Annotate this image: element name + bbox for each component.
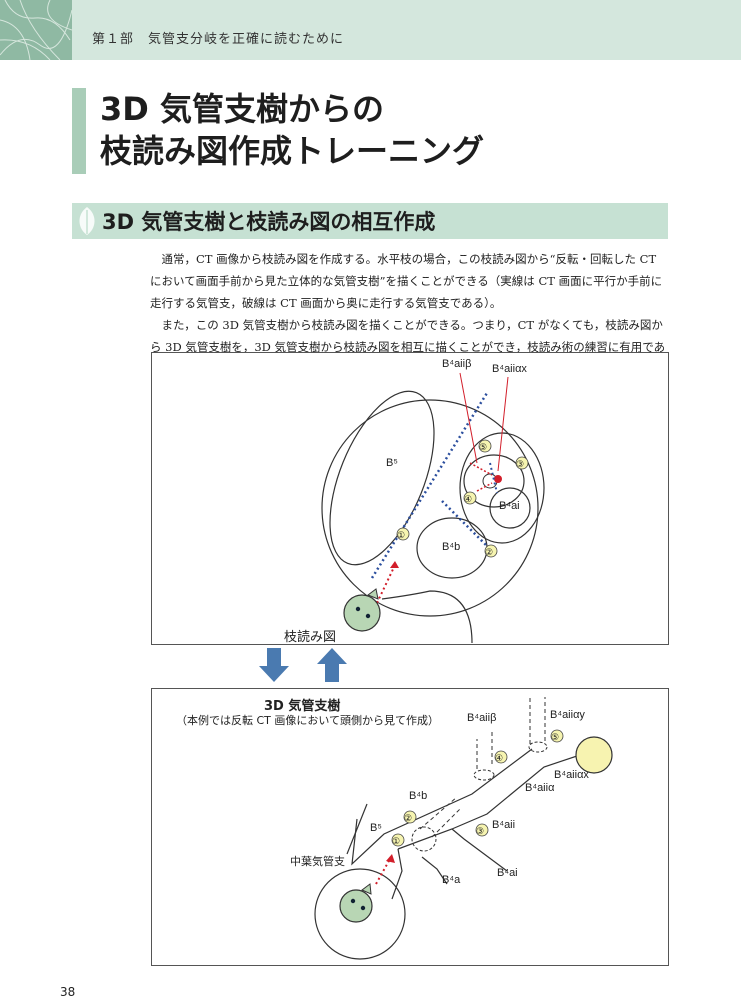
fig2-label-b4aiib: B⁴aiiβ — [467, 712, 497, 724]
fig2-num-5: ⑤ — [551, 732, 560, 742]
paragraph-1: 通常，CT 画像から枝読み図を作成する。水平枝の場合，この枝読み図から“反転・回… — [150, 252, 663, 310]
fig2-num-1: ① — [392, 836, 401, 846]
title-accent-bar — [72, 88, 86, 174]
conversion-arrows — [259, 648, 347, 682]
fig1-label-b4aiiax: B⁴aiiαx — [492, 363, 527, 375]
fig2-label-b4aiiax: B⁴aiiαx — [554, 769, 589, 781]
fig2-label-b5: B⁵ — [370, 822, 382, 834]
branch-reading-diagram: ① ② ③ ④ ⑤ B⁴aiiβ B⁴aiiαx B⁵ B⁴ai B⁴b — [151, 352, 669, 645]
page-number: 38 — [60, 985, 76, 999]
header-band: 第１部 気管支分岐を正確に読むために — [0, 0, 741, 60]
fig1-num-1: ① — [397, 530, 406, 540]
3d-tree-svg — [314, 697, 613, 960]
paragraph-2: また，この 3D 気管支樹から枝読み図を描くことができる。つまり，CT がなくて… — [150, 318, 666, 376]
fig1-num-4: ④ — [464, 494, 473, 504]
fig2-num-4: ④ — [495, 753, 504, 763]
fig1-label-b4aiib: B⁴aiiβ — [442, 358, 472, 370]
fig2-label-b4aii: B⁴aii — [492, 819, 516, 831]
3d-bronchial-tree-diagram: 3D 気管支樹 （本例では反転 CT 画像において頭側から見て作成） — [151, 688, 669, 966]
section-title: 3D 気管支樹と枝読み図の相互作成 — [102, 210, 436, 234]
branch-reading-label: 枝読み図 — [284, 630, 337, 645]
fig1-label-b4ai: B⁴ai — [499, 500, 520, 512]
fig2-title: 3D 気管支樹 — [264, 699, 341, 714]
fig1-label-b4b: B⁴b — [442, 541, 461, 553]
fig2-subtitle: （本例では反転 CT 画像において頭側から見て作成） — [176, 714, 440, 727]
section-heading: 3D 気管支樹と枝読み図の相互作成 — [72, 203, 668, 239]
fig2-num-2: ② — [404, 813, 413, 823]
body-text: 通常，CT 画像から枝読み図を作成する。水平枝の場合，この枝読み図から“反転・回… — [150, 248, 670, 380]
page-title: 3D 気管支樹からの 枝読み図作成トレーニング — [100, 88, 484, 172]
leaf-icon — [79, 207, 95, 235]
fig1-num-3: ③ — [516, 459, 525, 469]
header-illustration — [0, 0, 72, 60]
fig2-label-middle-lobe: 中葉気管支 — [290, 856, 345, 868]
fig2-label-b4aiia: B⁴aiiα — [525, 782, 555, 794]
fig2-label-b4a: B⁴a — [442, 874, 461, 886]
chapter-heading: 第１部 気管支分岐を正確に読むために — [92, 32, 345, 47]
fig1-num-2: ② — [485, 547, 494, 557]
fig2-label-b4b: B⁴b — [409, 790, 428, 802]
title-line-2: 枝読み図作成トレーニング — [100, 132, 485, 170]
fig1-num-5: ⑤ — [479, 442, 488, 452]
branch-reading-svg — [321, 372, 545, 644]
title-line-1: 3D 気管支樹からの — [100, 90, 384, 128]
fig2-num-3: ③ — [476, 826, 485, 836]
fig2-label-b4ai: B⁴ai — [497, 867, 518, 879]
fig2-label-b4aiiay: B⁴aiiαy — [550, 709, 585, 721]
fig1-label-b5: B⁵ — [386, 457, 398, 469]
arrow-down-icon — [259, 648, 289, 682]
arrow-up-icon — [317, 648, 347, 682]
